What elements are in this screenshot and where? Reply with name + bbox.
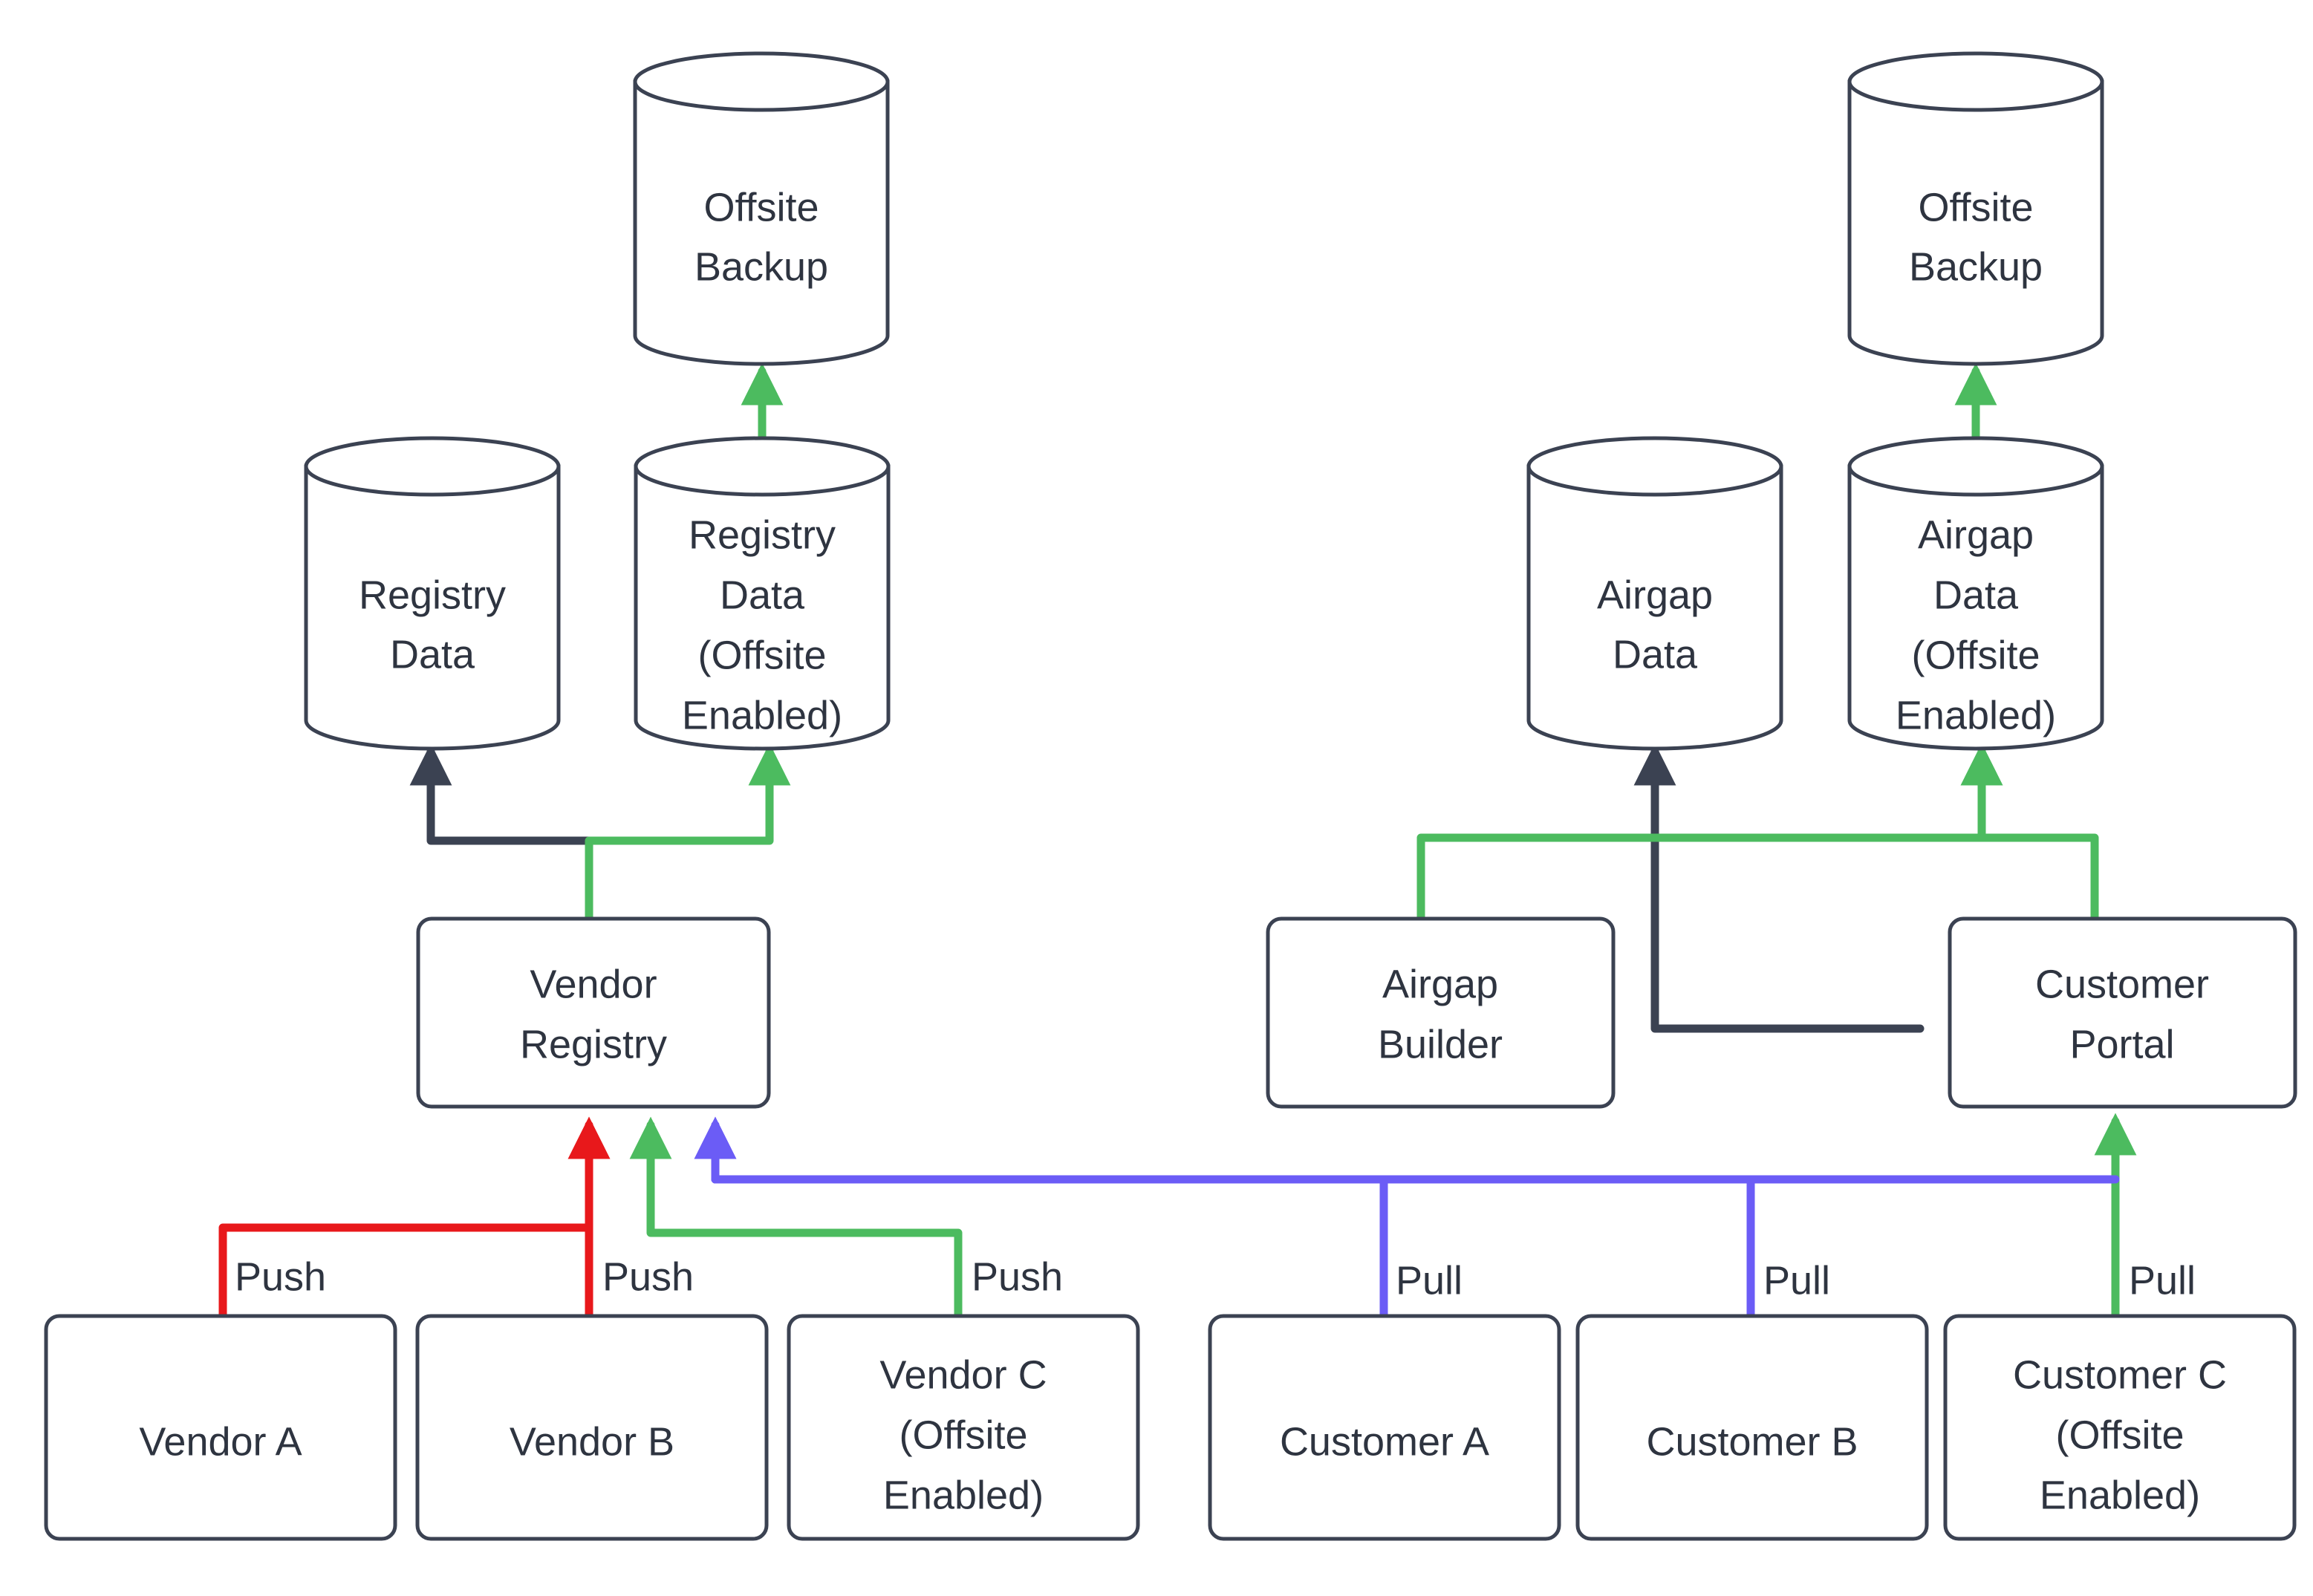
node-label: Airgap: [1597, 573, 1713, 617]
node-label: Offsite: [1918, 185, 2033, 229]
node-box: [416, 916, 771, 1109]
edge-label-vendor-a-push: Push: [235, 1254, 326, 1299]
cylinder-body: [304, 464, 561, 751]
node-registry-data[interactable]: Registry Data: [304, 436, 561, 751]
node-label: Vendor: [530, 962, 657, 1006]
cylinder-body: [634, 464, 891, 751]
node-label: (Offsite: [697, 633, 826, 677]
node-label: Customer C: [2013, 1352, 2227, 1397]
node-box: [1948, 916, 2297, 1109]
node-vendor-b[interactable]: Vendor B: [415, 1314, 769, 1541]
node-label: Enabled): [2040, 1473, 2200, 1517]
cylinder-body: [1847, 464, 2104, 751]
edge-label-customer-b-pull: Pull: [1763, 1258, 1830, 1303]
node-offsite-backup-right[interactable]: Offsite Backup: [1847, 51, 2104, 366]
edge-label-vendor-c-push: Push: [972, 1254, 1063, 1299]
node-offsite-backup-left[interactable]: Offsite Backup: [633, 51, 890, 366]
cylinder-body: [1526, 464, 1783, 751]
node-label: Vendor A: [139, 1419, 302, 1464]
node-airgap-data[interactable]: Airgap Data: [1526, 436, 1783, 751]
node-label: Vendor B: [510, 1419, 674, 1464]
edge-label-customer-c-pull: Pull: [2129, 1258, 2196, 1303]
node-label: Data: [390, 632, 475, 677]
node-label: Customer A: [1280, 1419, 1489, 1464]
edge-portal-to-airgap-data-offsite: [1960, 743, 2099, 923]
node-box: [1943, 1314, 2297, 1541]
cylinder-top: [633, 51, 890, 112]
edge-registry-to-registry-data: [409, 743, 593, 923]
node-box: [415, 1314, 769, 1541]
cylinder-top: [1847, 436, 2104, 497]
edge-customer-b-to-registry: [694, 1116, 1755, 1320]
node-customer-a[interactable]: Customer A: [1208, 1314, 1561, 1541]
cylinder-top: [304, 436, 561, 497]
node-label: Registry: [520, 1022, 667, 1066]
node-box: [787, 1314, 1140, 1541]
node-vendor-registry[interactable]: Vendor Registry: [416, 916, 771, 1109]
node-label: (Offsite: [1911, 633, 2040, 677]
edge-label-vendor-b-push: Push: [602, 1254, 694, 1299]
edge-registry-to-registry-data-offsite: [585, 743, 791, 923]
node-customer-portal[interactable]: Customer Portal: [1948, 916, 2297, 1109]
edge-builder-to-airgap-data-offsite: [1416, 743, 2003, 923]
edge-vendor-c-to-registry: [629, 1116, 963, 1320]
node-label: Registry: [359, 573, 506, 617]
node-vendor-a[interactable]: Vendor A: [44, 1314, 397, 1541]
node-label: Offsite: [703, 185, 819, 229]
node-airgap-builder[interactable]: Airgap Builder: [1266, 916, 1616, 1109]
node-label: Portal: [2069, 1022, 2174, 1066]
node-customer-b[interactable]: Customer B: [1575, 1314, 1929, 1541]
node-label: Data: [1613, 632, 1698, 677]
node-label: Backup: [694, 244, 828, 289]
edge-label-layer: Push Push Push Pull Pull Pull: [235, 1254, 2196, 1303]
node-label: Airgap: [1382, 962, 1498, 1006]
node-label: Customer: [2035, 962, 2209, 1006]
node-airgap-data-offsite[interactable]: Airgap Data (Offsite Enabled): [1847, 436, 2104, 751]
node-box: [1266, 916, 1616, 1109]
node-registry-data-offsite[interactable]: Registry Data (Offsite Enabled): [634, 436, 891, 751]
node-label: (Offsite: [2055, 1413, 2184, 1457]
edge-portal-to-airgap-data: [1633, 743, 1925, 1033]
node-vendor-c[interactable]: Vendor C (Offsite Enabled): [787, 1314, 1140, 1541]
cylinder-top: [1526, 436, 1783, 497]
node-label: Enabled): [883, 1473, 1044, 1517]
node-label: Customer B: [1646, 1419, 1858, 1464]
node-box: [1575, 1314, 1929, 1541]
node-label: Builder: [1378, 1022, 1503, 1066]
node-label: Data: [720, 573, 805, 617]
node-label: Airgap: [1918, 512, 2034, 557]
cylinder-top: [634, 436, 891, 497]
edge-layer: [218, 362, 2137, 1320]
cylinder-body: [1847, 79, 2104, 366]
node-box: [44, 1314, 397, 1541]
node-label: Enabled): [1896, 693, 2056, 737]
node-label: Backup: [1909, 244, 2043, 289]
cylinder-top: [1847, 51, 2104, 112]
node-label: (Offsite: [899, 1413, 1027, 1457]
node-label: Vendor C: [879, 1352, 1047, 1397]
node-box: [1208, 1314, 1561, 1541]
node-label: Enabled): [682, 693, 842, 737]
cylinder-body: [633, 79, 890, 366]
node-customer-c[interactable]: Customer C (Offsite Enabled): [1943, 1314, 2297, 1541]
edge-label-customer-a-pull: Pull: [1396, 1258, 1463, 1303]
node-label: Data: [1933, 573, 2019, 617]
node-label: Registry: [689, 512, 836, 557]
